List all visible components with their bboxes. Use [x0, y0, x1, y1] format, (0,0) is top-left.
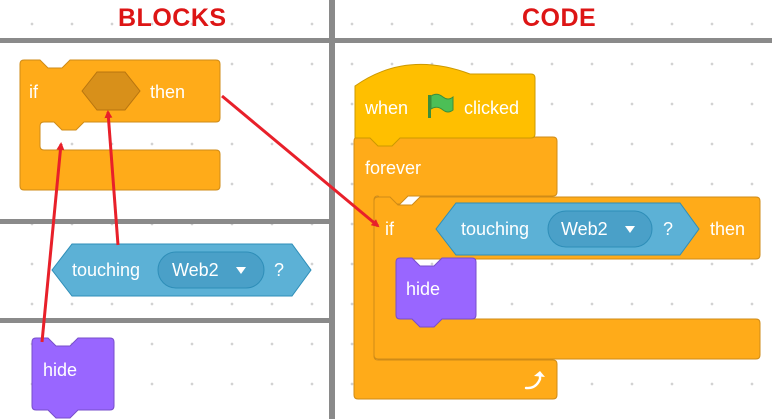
palette-if-then-block[interactable]: if then [19, 59, 221, 191]
script-sprite-dropdown[interactable]: Web2 [547, 210, 653, 248]
palette-sprite-value: Web2 [172, 260, 219, 280]
forever-label: forever [365, 158, 421, 178]
script-touching-block[interactable]: touching Web2 ? [435, 202, 700, 256]
palette-then-label: then [150, 82, 185, 102]
palette-hide-label: hide [43, 360, 77, 380]
instruction-arrows [40, 94, 380, 343]
script-question-label: ? [663, 219, 673, 239]
arrow-touching-to-slot [104, 110, 120, 246]
loop-arrow-icon [524, 371, 545, 390]
blocks-heading: BLOCKS [118, 4, 227, 32]
palette-if-label: if [29, 82, 39, 102]
forever-block[interactable]: forever [353, 136, 558, 400]
arrow-hide-to-mouth [40, 142, 65, 343]
palette-sprite-dropdown[interactable]: Web2 [157, 251, 265, 289]
green-flag-icon [428, 93, 454, 118]
script-then-label: then [710, 219, 745, 239]
when-flag-clicked-hat-block[interactable]: when clicked [354, 63, 536, 147]
arrow-if-to-script [221, 94, 380, 228]
script-hide-label: hide [406, 279, 440, 299]
palette-touching-block[interactable]: touching Web2 ? [51, 243, 312, 297]
header-divider-left [0, 38, 329, 43]
palette-divider-2 [0, 318, 329, 323]
chevron-down-icon [236, 267, 246, 274]
script-if-label: if [385, 219, 395, 239]
code-heading: CODE [522, 4, 597, 32]
chevron-down-icon [625, 226, 635, 233]
vertical-divider [329, 0, 335, 419]
palette-hide-block[interactable]: hide [31, 337, 115, 419]
script-touching-label: touching [461, 219, 529, 239]
empty-condition-slot[interactable] [81, 71, 141, 111]
header-divider-right [335, 38, 772, 43]
palette-divider-1 [0, 219, 329, 224]
when-label: when [364, 98, 408, 118]
script-sprite-value: Web2 [561, 219, 608, 239]
palette-touching-label: touching [72, 260, 140, 280]
script-hide-block[interactable]: hide [395, 257, 477, 328]
palette-question-label: ? [274, 260, 284, 280]
clicked-label: clicked [464, 98, 519, 118]
